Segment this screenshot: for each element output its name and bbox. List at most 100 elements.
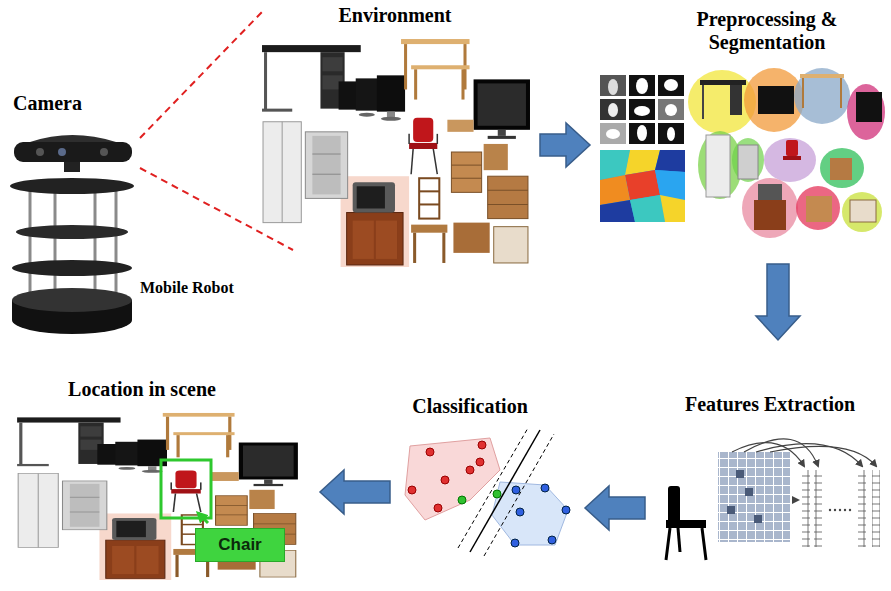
segmented-scene xyxy=(742,178,798,238)
feature-extraction-image xyxy=(839,509,841,511)
segmented-scene xyxy=(754,200,786,230)
preprocessing-images xyxy=(658,123,684,144)
segmented-scene xyxy=(806,196,832,222)
classification-plot xyxy=(512,486,520,494)
object-tag: Chair xyxy=(195,528,285,562)
classification-plot xyxy=(476,458,484,466)
stage-heading: Classification xyxy=(398,395,542,418)
segmented-scene xyxy=(758,184,782,200)
environment-scene xyxy=(262,39,530,267)
preprocessing-images xyxy=(660,195,685,222)
stage-panel: Features Extraction xyxy=(652,393,888,568)
segmented-scene xyxy=(847,84,885,140)
segmented-scene xyxy=(840,78,842,108)
feature-extraction-image xyxy=(736,470,744,478)
flow-arrow xyxy=(540,123,590,167)
mobile-robot xyxy=(12,288,132,312)
stage-heading: Location in scene xyxy=(52,378,232,401)
feature-extraction-image xyxy=(666,439,880,560)
segmented-scene xyxy=(820,148,864,188)
classification-plot xyxy=(562,506,570,514)
classification-plot xyxy=(466,466,474,474)
segmented-scene xyxy=(706,135,730,197)
feature-extraction-image xyxy=(666,520,706,528)
flow-arrow xyxy=(320,470,390,514)
mobile-robot xyxy=(54,188,57,300)
preprocessing-images xyxy=(658,99,684,120)
segmented-scene xyxy=(730,85,742,115)
segmented-scene xyxy=(732,138,764,182)
mobile-robot xyxy=(115,188,118,300)
location-scene xyxy=(198,513,208,523)
segmented-scene xyxy=(856,92,882,122)
feature-extraction-image xyxy=(666,528,670,560)
stage-panel: Camera xyxy=(5,92,140,172)
segmented-scene xyxy=(850,200,876,222)
location-scene xyxy=(161,460,211,518)
classification-plot xyxy=(548,536,556,544)
classification-plot xyxy=(405,428,570,556)
classification-plot xyxy=(458,428,528,548)
classification-plot xyxy=(478,441,486,449)
feature-extraction-image xyxy=(744,439,818,466)
feature-extraction-image xyxy=(872,470,880,547)
feature-extraction-image xyxy=(792,499,798,501)
feature-extraction-image xyxy=(745,488,753,496)
field-of-view-line xyxy=(140,12,293,250)
kinect-camera xyxy=(14,142,132,162)
mobile-robot xyxy=(94,188,97,300)
feature-extraction-image xyxy=(814,470,822,547)
preprocessing-images xyxy=(600,123,626,144)
stage-panel: Preprocessing & Segmentation xyxy=(596,8,891,242)
flow-arrow xyxy=(585,486,645,530)
location-scene xyxy=(17,413,298,580)
segmented-scene xyxy=(702,85,704,119)
kinect-camera xyxy=(58,148,66,156)
feature-extraction-image xyxy=(732,443,804,466)
kinect-camera xyxy=(64,162,80,172)
kinect-camera xyxy=(36,148,44,156)
preprocessing-images xyxy=(655,150,685,172)
kinect-camera xyxy=(30,135,116,142)
stage-panel: Classification xyxy=(398,395,582,568)
preprocessing-images xyxy=(600,99,626,120)
classification-plot xyxy=(493,490,501,498)
classification-plot xyxy=(484,434,554,556)
feature-extraction-image xyxy=(668,486,680,524)
classification-plot xyxy=(511,539,519,547)
feature-extraction-image xyxy=(844,509,846,511)
feature-extraction-image xyxy=(858,470,866,547)
classification-plot xyxy=(441,476,449,484)
kinect-camera xyxy=(14,135,132,172)
segmented-scene xyxy=(842,192,882,232)
mobile-robot xyxy=(12,260,132,276)
segmented-scene xyxy=(830,158,852,180)
feature-extraction-image xyxy=(834,509,836,511)
segmented-scene xyxy=(738,145,758,179)
feature-extraction-image xyxy=(718,452,790,542)
segmented-scene xyxy=(794,68,850,124)
mobile-robot xyxy=(16,225,128,239)
preprocessing-images xyxy=(629,99,655,120)
feature-extraction-image xyxy=(678,528,680,552)
segmented-scene xyxy=(802,78,804,108)
classification-plot xyxy=(434,504,442,512)
preprocessing-images xyxy=(600,175,630,205)
stage-panel: Location in sceneChair xyxy=(12,378,302,583)
preprocessing-images xyxy=(664,79,678,91)
classification-plot xyxy=(408,486,416,494)
preprocessing-images xyxy=(600,150,685,222)
classification-plot xyxy=(541,484,549,492)
feature-extraction-image xyxy=(802,470,810,547)
preprocessing-images xyxy=(629,123,655,144)
mobile-robot xyxy=(10,178,134,334)
location-scene xyxy=(17,413,298,580)
preprocessing-images xyxy=(608,103,618,117)
feature-extraction-image xyxy=(849,509,851,511)
feature-extraction-image xyxy=(770,446,876,466)
mobile-robot xyxy=(10,178,134,194)
feature-extraction-image xyxy=(727,506,735,514)
segmented-scene xyxy=(800,74,844,78)
classification-plot xyxy=(516,508,524,516)
